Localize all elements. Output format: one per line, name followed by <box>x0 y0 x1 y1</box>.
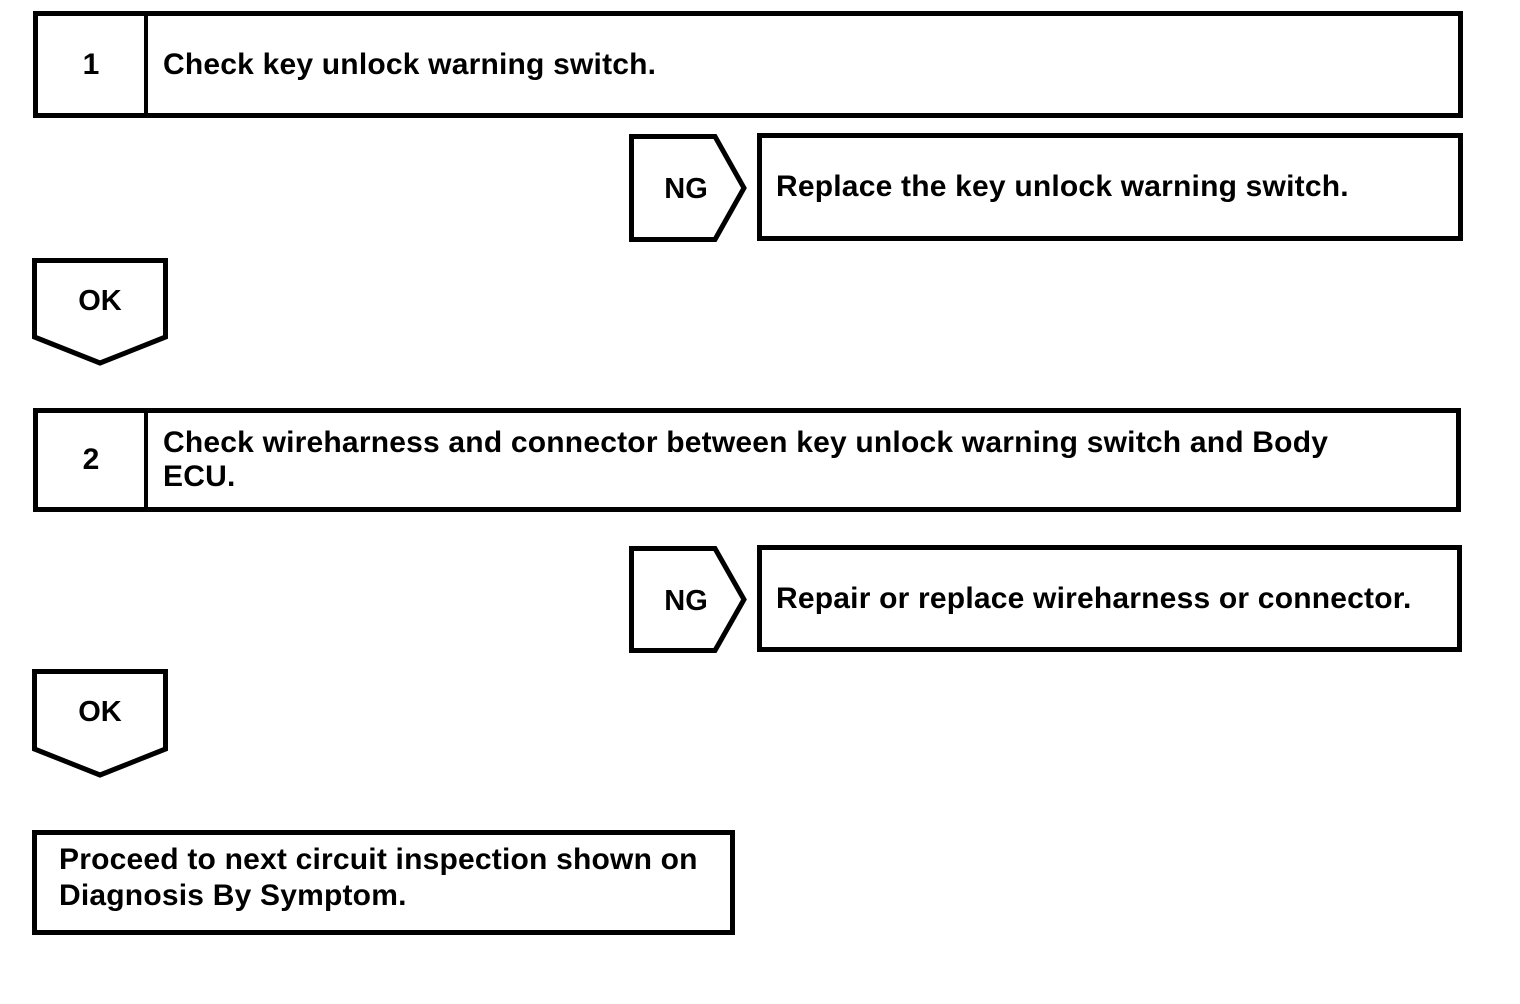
step-1-box: 1 Check key unlock warning switch. <box>33 11 1463 118</box>
ng-arrow-pentagon-icon: NG <box>629 134 747 242</box>
step-1-ng-connector: NG <box>629 134 747 242</box>
ok-arrow-pentagon-icon: OK <box>32 258 168 366</box>
ng-arrow-pentagon-icon: NG <box>629 546 747 653</box>
step-1-number: 1 <box>38 16 148 113</box>
step-2-box: 2 Check wireharness and connector betwee… <box>33 408 1461 512</box>
ok-arrow-pentagon-shape <box>32 669 168 778</box>
step-2-ng-connector: NG <box>629 546 747 653</box>
ng-arrow-pentagon-shape <box>629 134 747 242</box>
step-1-ng-label: NG <box>664 173 708 205</box>
step-2-ng-action-text: Repair or replace wireharness or connect… <box>776 581 1412 615</box>
ok-arrow-pentagon-shape <box>32 258 168 366</box>
step-1-instruction: Check key unlock warning switch. <box>148 16 1458 113</box>
step-1-ok-label: OK <box>78 285 122 317</box>
terminal-text-line-1: Proceed to next circuit inspection shown… <box>59 843 698 876</box>
step-1-ng-action-text: Replace the key unlock warning switch. <box>776 170 1349 203</box>
step-2-ng-action-box: Repair or replace wireharness or connect… <box>757 545 1462 652</box>
step-2-ok-label: OK <box>78 696 122 728</box>
ng-arrow-pentagon-shape <box>629 546 747 653</box>
ok-arrow-pentagon-icon: OK <box>32 669 168 778</box>
step-2-instruction: Check wireharness and connector between … <box>148 413 1456 507</box>
step-2-ok-connector: OK <box>32 669 168 778</box>
step-1-instruction-line: Check key unlock warning switch. <box>163 47 657 81</box>
step-2-instruction-line-1: Check wireharness and connector between … <box>163 426 1329 459</box>
step-2-ng-label: NG <box>664 585 708 617</box>
terminal-box: Proceed to next circuit inspection shown… <box>32 830 735 935</box>
step-2-number: 2 <box>38 413 148 507</box>
step-1-ng-action-box: Replace the key unlock warning switch. <box>757 133 1463 241</box>
step-2-instruction-line-2: ECU. <box>163 460 236 493</box>
terminal-text-line-2: Diagnosis By Symptom. <box>59 879 407 912</box>
step-1-ok-connector: OK <box>32 258 168 366</box>
